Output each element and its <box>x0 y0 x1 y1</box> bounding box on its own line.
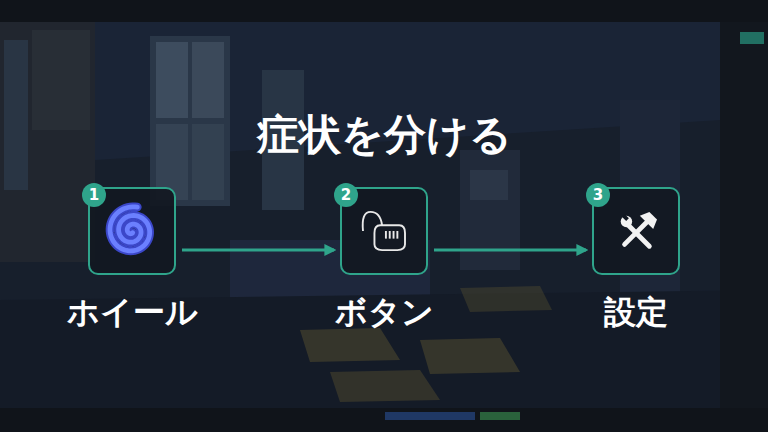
mouse-line <box>385 231 387 239</box>
callout-number: 2 <box>334 183 358 207</box>
mouse-icon <box>363 212 405 250</box>
step-box: ボタン2 <box>340 187 428 275</box>
spiral-glow <box>110 207 150 251</box>
wrench-handle <box>628 225 649 246</box>
flow-arrow <box>434 249 586 252</box>
step-label: ホイール <box>67 293 198 331</box>
callout-number: 3 <box>586 183 610 207</box>
mouse-line <box>396 231 398 239</box>
wrench-jaw <box>622 214 629 221</box>
mouse-line <box>389 231 391 239</box>
mouse-line <box>393 231 395 239</box>
callout-number: 1 <box>82 183 106 207</box>
step-box: ホイール1 <box>88 187 176 275</box>
step-label: ボタン <box>335 293 434 331</box>
mouse-cable <box>363 212 382 231</box>
spiral-icon <box>110 207 150 251</box>
hammer-head <box>640 212 657 229</box>
step-label: 設定 <box>604 293 668 331</box>
title-text: 症状を分ける <box>0 110 768 160</box>
step-box: 設定3 <box>592 187 680 275</box>
tools-icon <box>621 212 657 246</box>
mouse-body <box>374 225 405 250</box>
flow-arrow <box>182 249 334 252</box>
